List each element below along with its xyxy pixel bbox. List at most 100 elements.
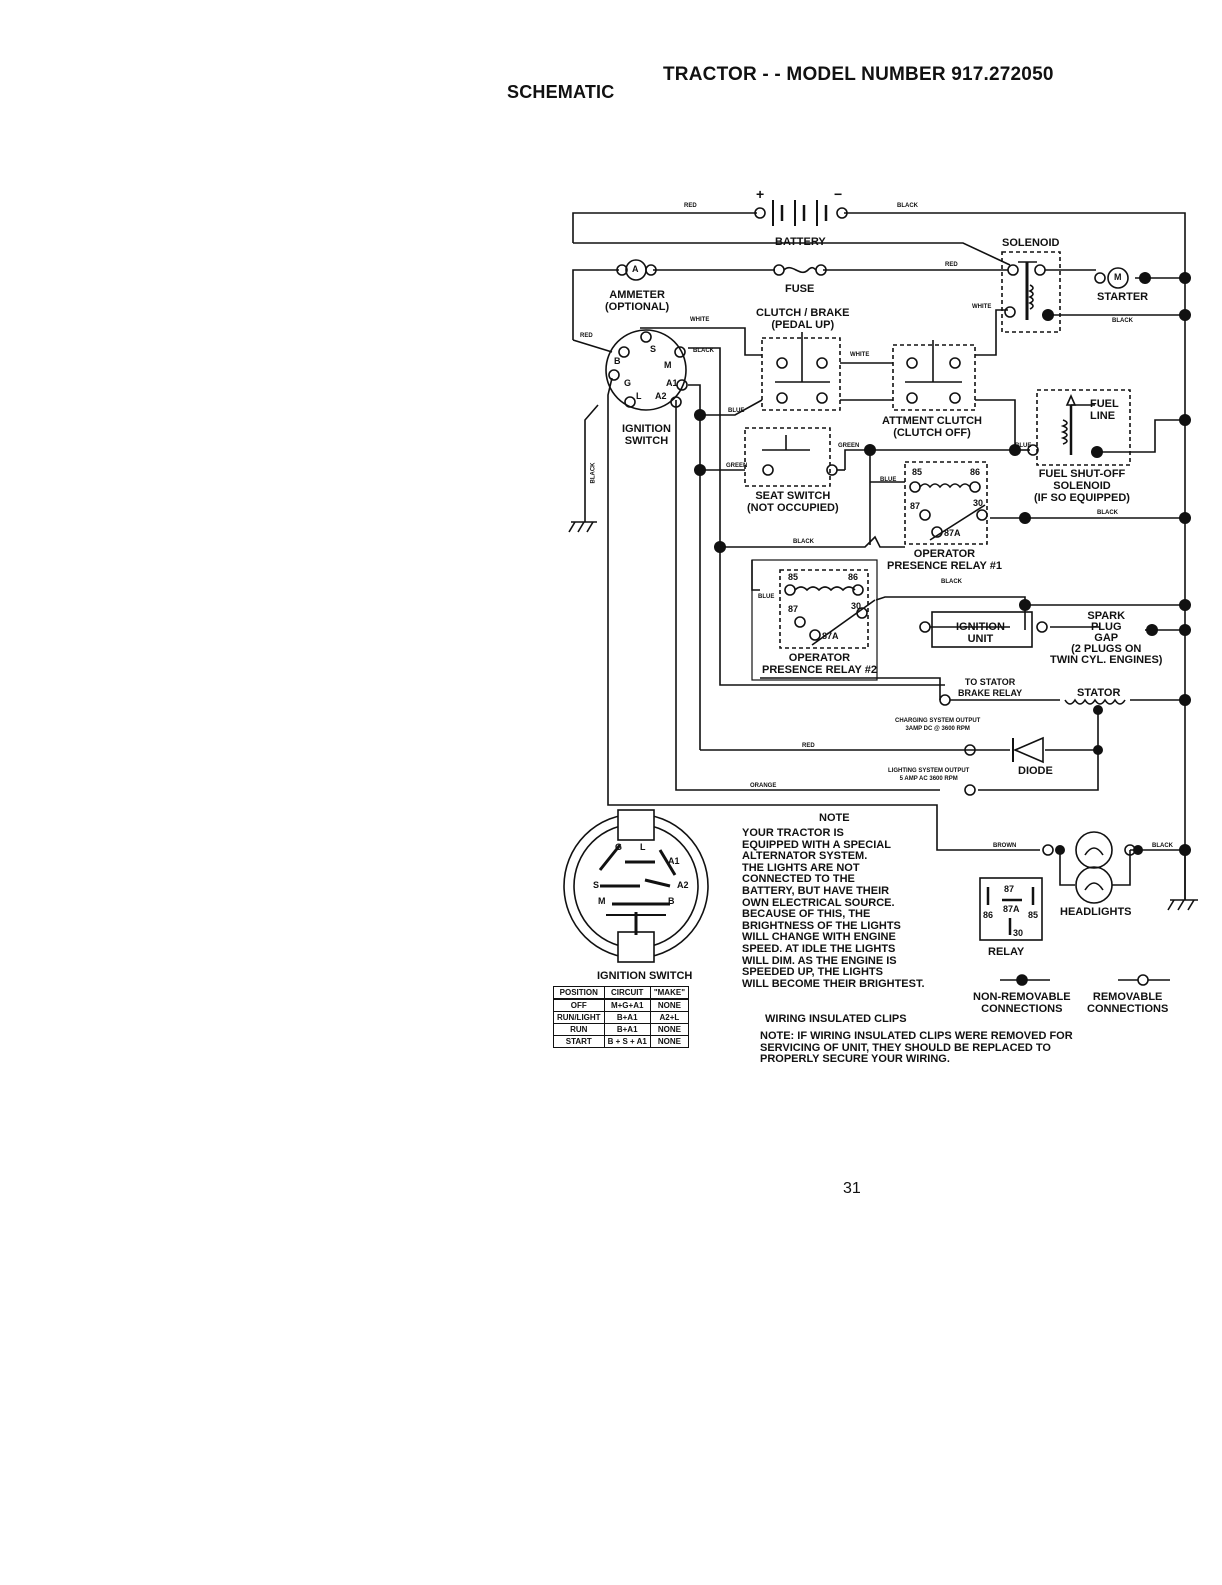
headlights-label: HEADLIGHTS: [1060, 906, 1132, 918]
ign-face-a2: A2: [677, 880, 689, 890]
table-header: CIRCUIT: [603, 986, 651, 1000]
relay1-pin-86: 86: [970, 467, 981, 477]
wire-label-green: GREEN: [838, 443, 860, 449]
relay2-pin-87: 87: [788, 604, 799, 614]
ign-terminal-a2: A2: [655, 391, 667, 401]
table-header-row: POSITION CIRCUIT "MAKE": [553, 986, 689, 1000]
headlights-symbol: [1042, 831, 1136, 904]
diode-label: DIODE: [1018, 765, 1053, 777]
ammeter-label: AMMETER(OPTIONAL): [605, 289, 670, 313]
wire-label-red: RED: [684, 203, 697, 209]
starter-symbol: [1094, 267, 1129, 289]
relay2-pin-85: 85: [788, 572, 799, 582]
relay-legend-87a: 87A: [1003, 904, 1020, 914]
relay1-pin-30: 30: [973, 498, 984, 508]
ignition-unit-symbol: [919, 611, 1048, 648]
relay1-pin-87: 87: [910, 501, 921, 511]
table-cell: START: [553, 1035, 605, 1048]
battery-symbol: [754, 200, 848, 226]
ign-face-s: S: [593, 880, 600, 890]
starter-symbol-letter: M: [1114, 272, 1122, 282]
relay1-pin-87a: 87A: [944, 528, 961, 538]
relay-legend-label: RELAY: [988, 946, 1025, 958]
table-cell: B+A1: [603, 1011, 651, 1024]
wire-label-orange: ORANGE: [750, 783, 777, 789]
connection-dots: [694, 272, 1191, 856]
ignition-switch-table-title: IGNITION SWITCH: [597, 970, 693, 982]
stator-label: STATOR: [1077, 687, 1121, 699]
starter-label: STARTER: [1097, 291, 1149, 303]
clutch-brake-switch-symbol: [761, 337, 976, 411]
fuel-solenoid-symbol: [1027, 389, 1131, 466]
relay-legend-85: 85: [1028, 910, 1039, 920]
table-row: OFF M+G+A1 NONE: [553, 998, 689, 1012]
table-header: POSITION: [553, 986, 605, 1000]
section-title: SCHEMATIC: [507, 82, 615, 102]
table-cell: NONE: [649, 998, 689, 1012]
table-cell: M+G+A1: [603, 998, 651, 1012]
table-cell: A2+L: [649, 1011, 689, 1024]
table-cell: RUN/LIGHT: [553, 1011, 605, 1024]
wire-label-black: BLACK: [793, 539, 814, 545]
note-body: YOUR TRACTOR IS EQUIPPED WITH A SPECIAL …: [742, 827, 925, 990]
relay-legend-symbol: [979, 877, 1043, 941]
wire-label-red: RED: [802, 743, 815, 749]
attachment-clutch-label: ATTMENT CLUTCH(CLUTCH OFF): [882, 415, 982, 439]
wire-label-black: BLACK: [941, 579, 962, 585]
ammeter-symbol: [616, 259, 657, 281]
relay2-symbol: [751, 559, 878, 681]
table-header: "MAKE": [649, 986, 689, 1000]
relay1-pin-85: 85: [912, 467, 923, 477]
ign-terminal-g: G: [624, 378, 632, 388]
battery-minus: −: [834, 186, 843, 202]
wire-label-black: BLACK: [590, 462, 597, 484]
clutch-brake-label: CLUTCH / BRAKE(PEDAL UP): [756, 307, 850, 331]
clips-body: NOTE: IF WIRING INSULATED CLIPS WERE REM…: [760, 1030, 1073, 1066]
ign-terminal-l: L: [636, 391, 642, 401]
ignition-switch-symbol: [605, 329, 688, 411]
table-row: RUN/LIGHT B+A1 A2+L: [553, 1011, 689, 1024]
legend-symbols: [1000, 974, 1170, 986]
stator-symbol: [939, 694, 1126, 706]
ign-terminal-a1: A1: [666, 378, 678, 388]
fuse-symbol: [773, 264, 827, 276]
wire-label-brown: BROWN: [993, 843, 1017, 849]
battery-label: BATTERY: [775, 236, 826, 248]
ign-face-g: G: [615, 842, 623, 852]
table-cell: NONE: [649, 1035, 689, 1048]
seat-switch-label: SEAT SWITCH(NOT OCCUPIED): [747, 490, 839, 514]
solenoid-label: SOLENOID: [1002, 237, 1060, 249]
wire-label-blue: BLUE: [728, 408, 745, 414]
table-cell: NONE: [649, 1023, 689, 1036]
wire-network: [572, 212, 1186, 900]
battery-plus: +: [756, 186, 765, 202]
relay2-pin-86: 86: [848, 572, 859, 582]
ign-face-a1: A1: [668, 856, 680, 866]
ign-terminal-b: B: [614, 356, 621, 366]
ign-terminal-s: S: [650, 344, 657, 354]
wire-label-green: GREEN: [726, 463, 748, 469]
table-cell: RUN: [553, 1023, 605, 1036]
wire-label-black: BLACK: [1152, 843, 1173, 849]
wire-label-white: WHITE: [972, 304, 992, 310]
ground-symbols: [568, 521, 1198, 911]
table-cell: B + S + A1: [603, 1035, 651, 1048]
ignition-switch-face: [563, 809, 709, 963]
wire-label-black: BLACK: [693, 348, 714, 354]
wire-label-black: BLACK: [897, 203, 918, 209]
wire-label-blue: BLUE: [1015, 443, 1032, 449]
wire-label-black: BLACK: [1097, 510, 1118, 516]
relay2-pin-30: 30: [851, 601, 862, 611]
diode-symbol: [964, 736, 1044, 796]
relay1-symbol: [904, 461, 988, 545]
fuse-label: FUSE: [785, 283, 815, 295]
page-number: 31: [843, 1180, 861, 1197]
wire-label-blue: BLUE: [758, 594, 775, 600]
